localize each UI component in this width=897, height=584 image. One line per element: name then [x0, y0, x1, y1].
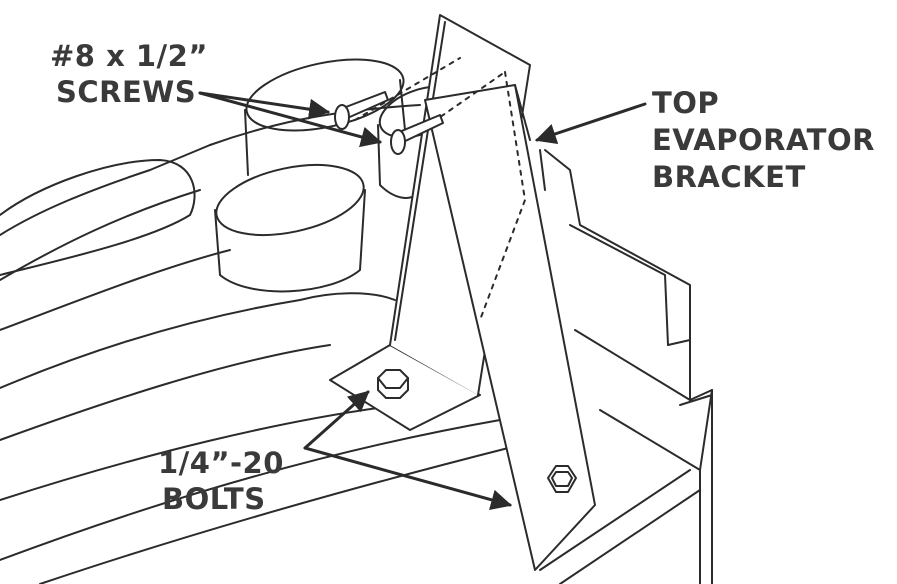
- evaporator-housing: [539, 149, 713, 584]
- screws-label-line2: SCREWS: [56, 75, 197, 109]
- unit-top-panel: [0, 104, 541, 584]
- bolts-arrow-right: [303, 446, 513, 511]
- bracket-label-line1: TOP: [652, 86, 720, 120]
- rubber-pad-middle: [214, 164, 366, 293]
- bolts-arrow-left: [303, 390, 370, 450]
- rubber-pad-left: [0, 159, 196, 276]
- rubber-pad-back: [244, 58, 406, 176]
- bolt-right: [547, 465, 577, 493]
- screws-arrow-upper: [198, 91, 331, 120]
- screws-arrow-lower: [198, 91, 383, 148]
- bolts-label-line1: 1/4”-20: [158, 446, 284, 480]
- screw-lower: [390, 114, 444, 155]
- bolt-left: [377, 369, 409, 399]
- bolts-label-line2: BOLTS: [162, 482, 266, 516]
- bracket-arrow: [535, 102, 647, 144]
- screw-upper: [334, 91, 389, 130]
- top-evaporator-bracket: [424, 84, 596, 571]
- bracket-label-line2: EVAPORATOR: [652, 123, 875, 157]
- bracket-label-line3: BRACKET: [652, 160, 806, 194]
- screws-label-line1: #8 x 1/2”: [50, 39, 208, 73]
